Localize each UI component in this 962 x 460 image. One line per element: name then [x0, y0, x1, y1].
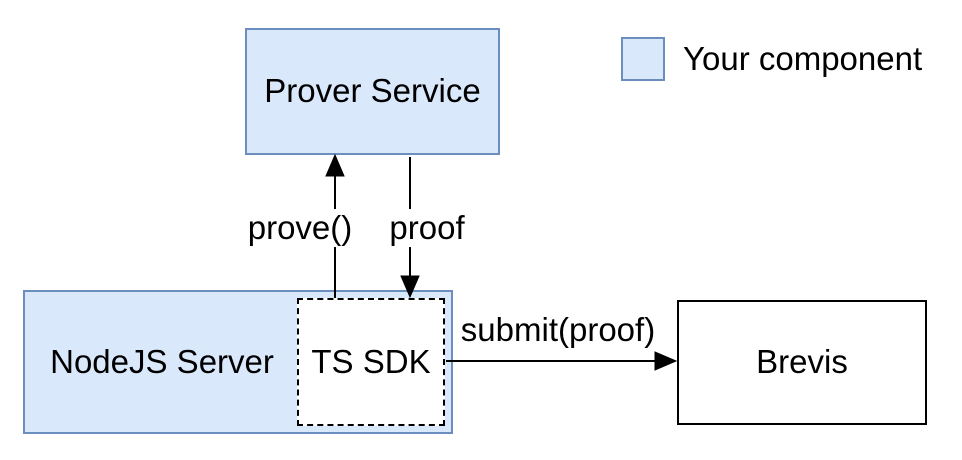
node-ts-sdk-label: TS SDK: [311, 342, 431, 380]
node-prover-service: Prover Service: [245, 28, 500, 155]
edge-label-prove: prove(): [242, 209, 358, 247]
submit-arrow: [446, 351, 678, 371]
edge-label-proof: proof: [384, 209, 470, 247]
legend-label: Your component: [683, 40, 923, 77]
node-brevis-label: Brevis: [756, 343, 848, 381]
node-prover-service-label: Prover Service: [264, 72, 481, 110]
node-nodejs-server-label: NodeJS Server: [50, 342, 274, 380]
node-brevis: Brevis: [677, 300, 927, 425]
edge-label-submit: submit(proof): [455, 311, 661, 349]
legend-swatch: [621, 37, 665, 81]
node-ts-sdk: TS SDK: [297, 298, 445, 426]
node-nodejs-server-label-zone: NodeJS Server: [25, 292, 299, 432]
legend: Your component: [621, 37, 922, 81]
